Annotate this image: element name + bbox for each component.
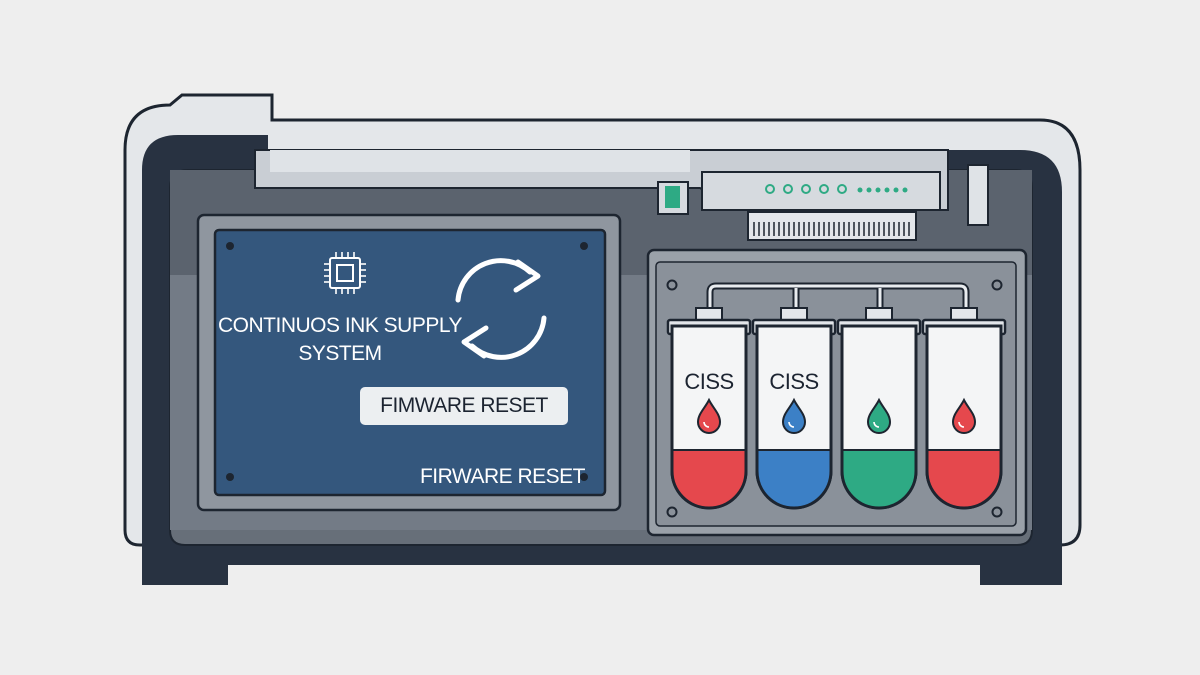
panel-footer-label: FIRWARE RESET	[419, 465, 586, 488]
firmware-reset-button[interactable]: FIMWARE RESET	[360, 387, 568, 425]
status-led-group	[765, 184, 847, 194]
screw	[991, 506, 1003, 518]
signal-dots	[857, 187, 908, 193]
status-led	[783, 184, 793, 194]
screw	[666, 279, 678, 291]
status-led	[819, 184, 829, 194]
ink-tank	[836, 307, 922, 510]
ink-tank	[751, 307, 837, 510]
chip-icon	[324, 252, 366, 294]
status-led	[837, 184, 847, 194]
screw	[580, 473, 588, 481]
status-led	[765, 184, 775, 194]
droplet-icon	[866, 397, 892, 434]
droplet-icon	[781, 397, 807, 434]
print-head	[657, 164, 989, 241]
droplet-icon	[696, 397, 722, 434]
tank-label: CISS	[769, 369, 819, 394]
refresh-icon	[455, 258, 547, 360]
status-led	[801, 184, 811, 194]
ink-tank	[666, 307, 752, 510]
screw	[666, 506, 678, 518]
screw	[991, 279, 1003, 291]
screw	[580, 242, 588, 250]
ink-tank-bay	[646, 248, 1028, 537]
control-panel	[196, 213, 622, 512]
droplet-icon	[951, 397, 977, 434]
ink-tank	[921, 307, 1007, 510]
tank-label: CISS	[684, 369, 734, 394]
screw	[226, 473, 234, 481]
panel-title: CONTINUOS INK SUPPLY SYSTEM	[218, 314, 463, 365]
screw	[226, 242, 234, 250]
